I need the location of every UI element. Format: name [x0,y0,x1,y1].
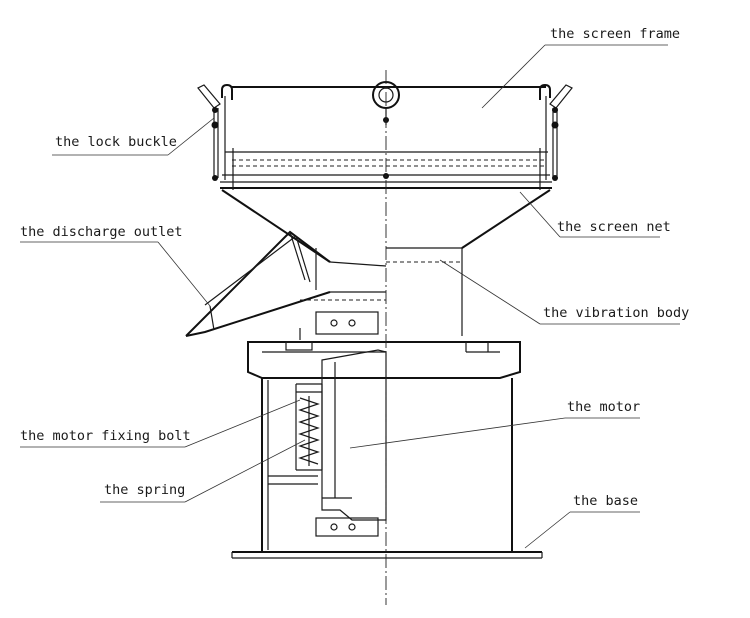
label-lock-buckle: the lock buckle [55,134,177,150]
label-spring: the spring [104,482,185,498]
label-motor: the motor [567,399,640,415]
label-discharge-outlet: the discharge outlet [20,224,183,240]
hopper-cone [221,189,551,336]
base-body [231,378,543,559]
label-motor-fixing-bolt: the motor fixing bolt [20,428,191,444]
flange-plate [247,341,521,379]
lock-buckle-right [539,83,573,181]
label-base: the base [573,493,638,509]
motor-section [315,349,387,537]
vibration-body [299,311,379,340]
lock-buckle-left [197,83,233,181]
discharge-outlet [185,230,387,337]
label-screen-frame: the screen frame [550,26,680,42]
spring [298,396,320,466]
motor-fixing-bolt [295,383,323,471]
leader-lines [20,44,680,549]
label-screen-net: the screen net [557,219,671,235]
label-vibration-body: the vibration body [543,305,689,321]
